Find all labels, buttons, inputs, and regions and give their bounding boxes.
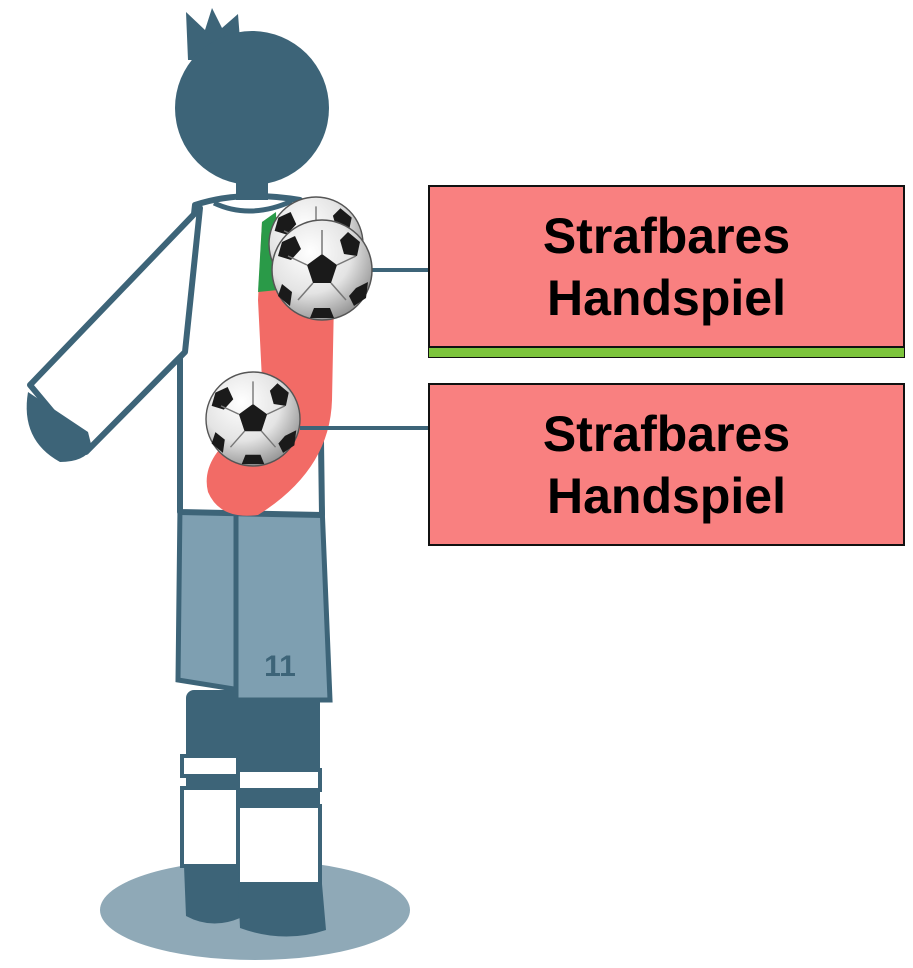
soccer-ball-icon [206, 372, 300, 466]
shorts-left [178, 505, 240, 690]
shorts-number: 11 [264, 650, 296, 683]
label-box-lower: Strafbares Handspiel [428, 383, 905, 546]
right-sock-band [238, 770, 320, 790]
right-sock [238, 806, 320, 884]
left-shoe [184, 866, 240, 924]
label-upper-line2: Handspiel [547, 267, 786, 329]
label-upper-accent-bar [428, 347, 905, 358]
left-sock-band [182, 756, 238, 776]
neck [236, 178, 268, 200]
soccer-ball-icon [272, 220, 372, 320]
left-sock [182, 788, 238, 866]
label-lower-line2: Handspiel [547, 465, 786, 527]
label-box-upper: Strafbares Handspiel [428, 185, 905, 348]
label-upper-line1: Strafbares [543, 205, 790, 267]
right-shoe [238, 884, 326, 937]
head [175, 31, 329, 185]
label-lower-line1: Strafbares [543, 403, 790, 465]
